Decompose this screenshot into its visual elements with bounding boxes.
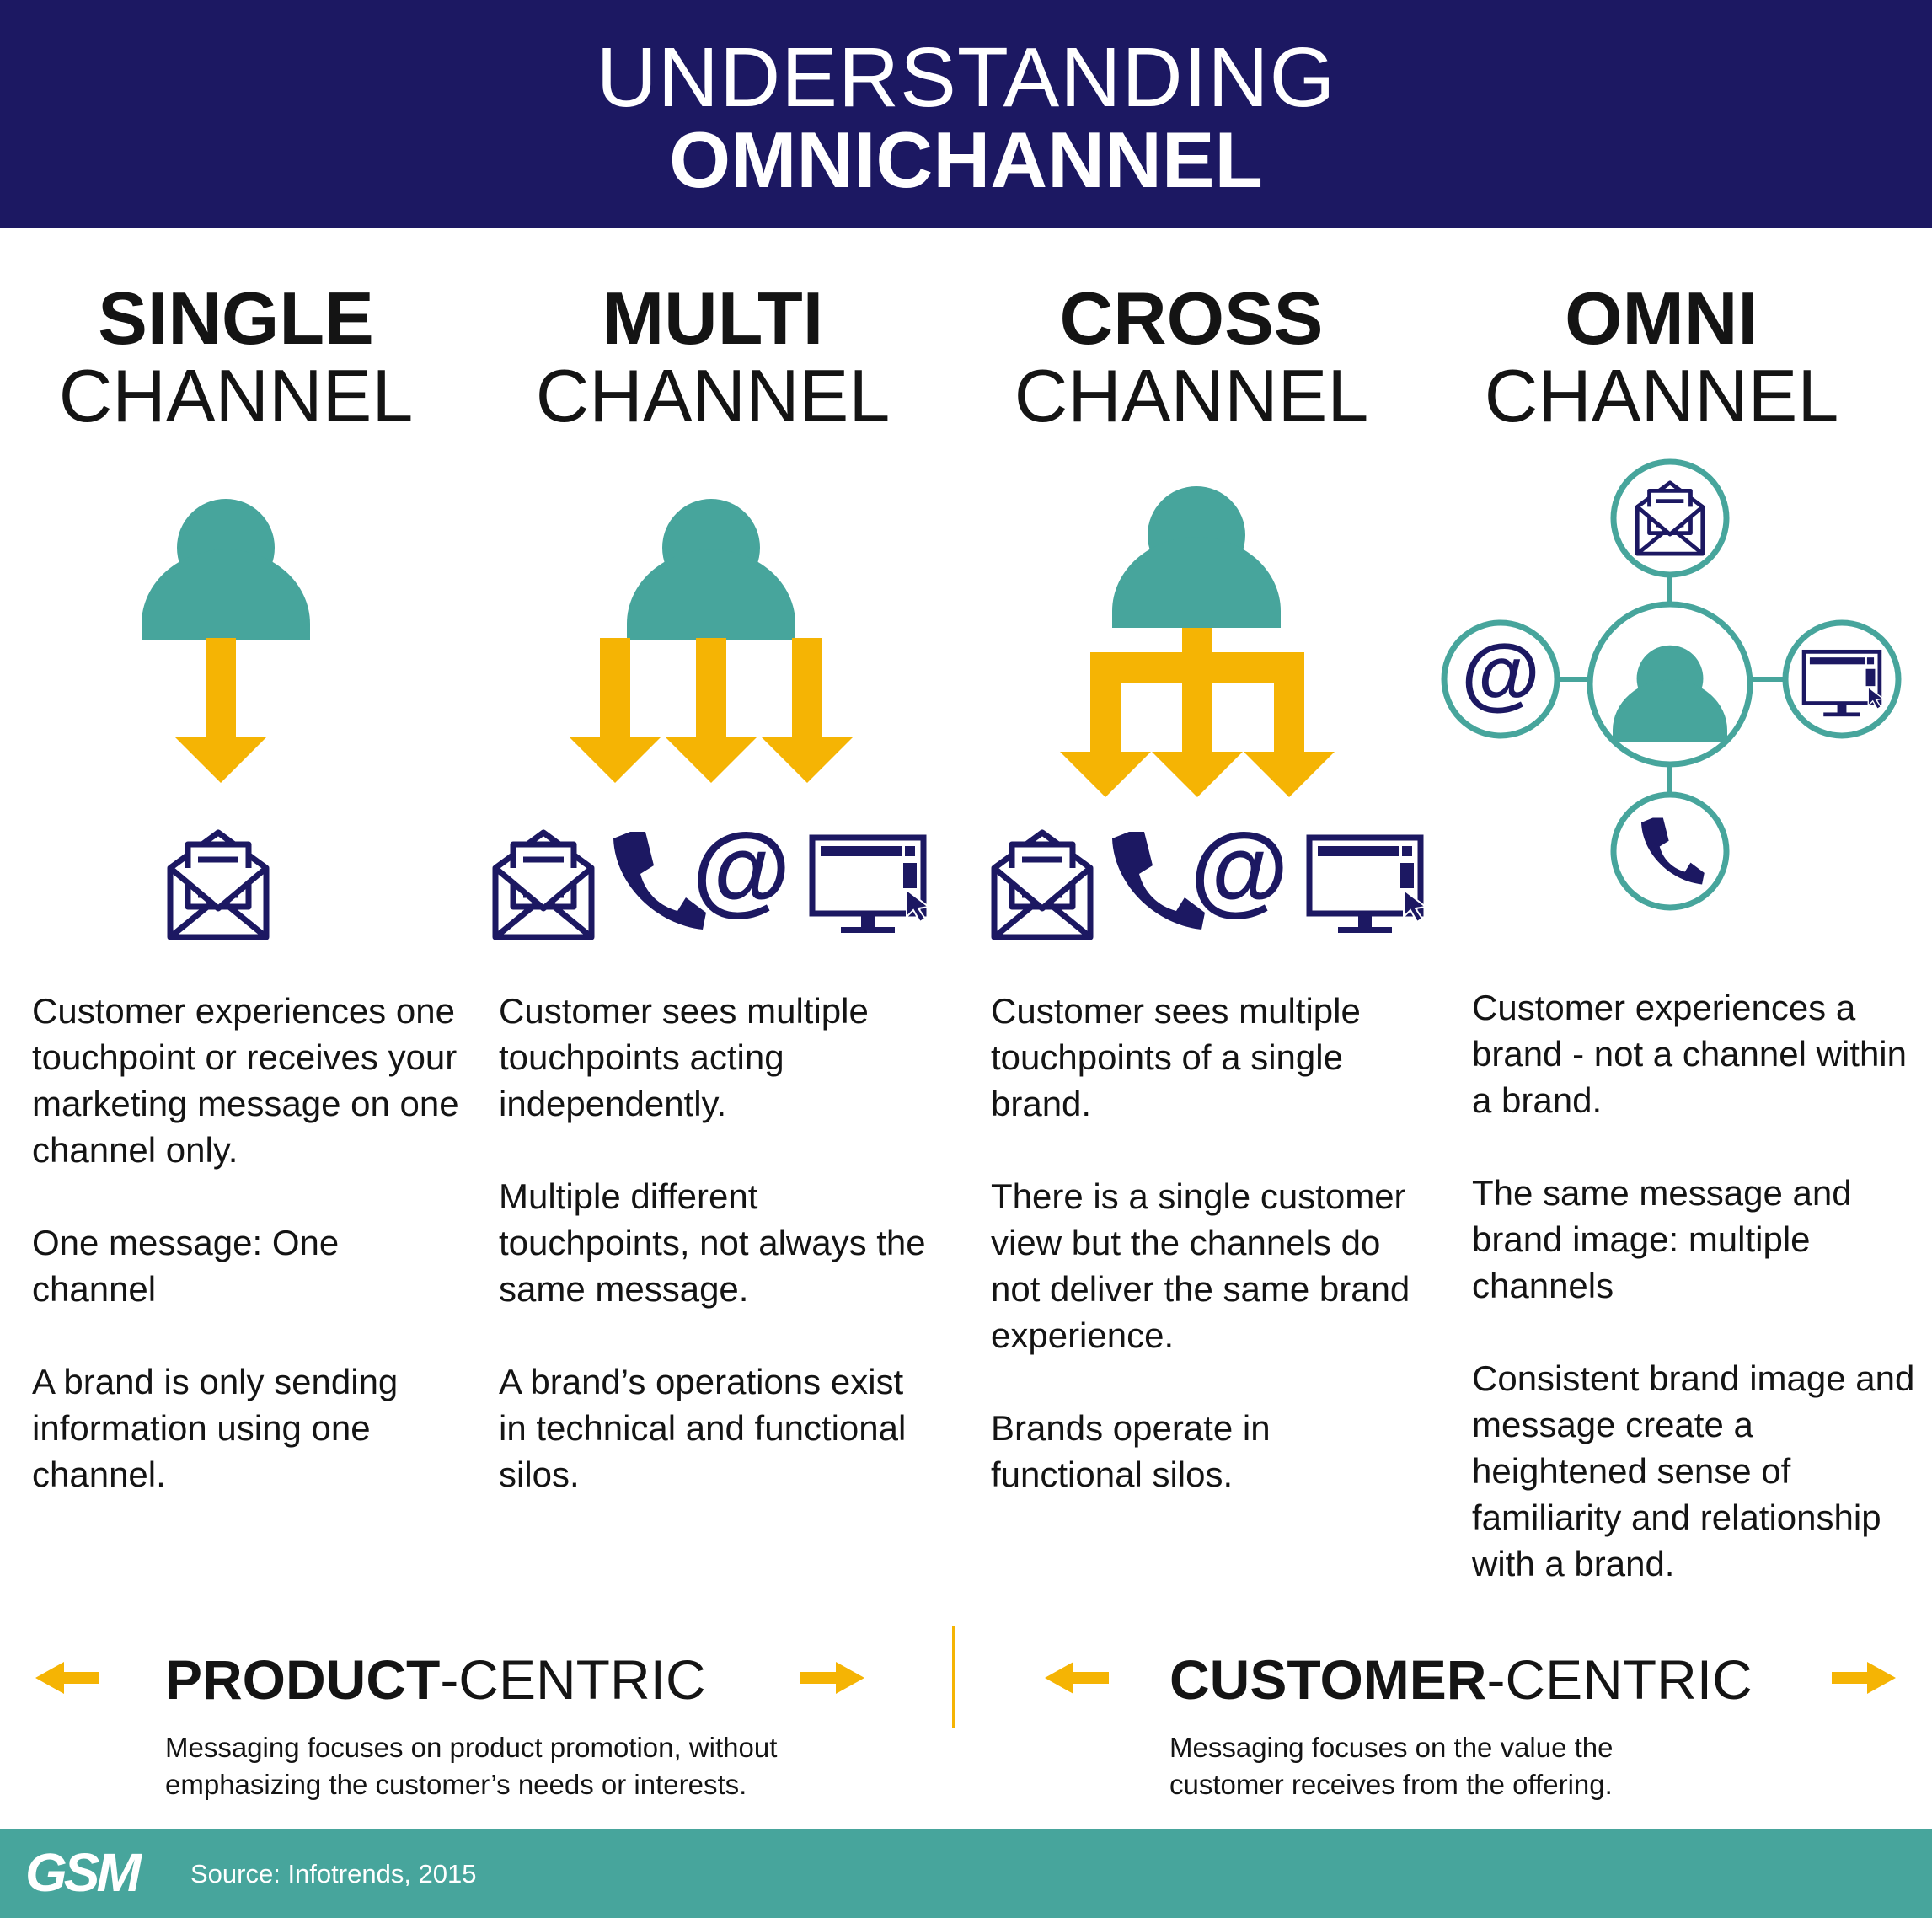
column-heading-multi: MULTI CHANNEL	[477, 280, 949, 435]
description-paragraph: Multiple different touchpoints, not alwa…	[499, 1176, 926, 1309]
description-paragraph: Customer experiences a brand - not a cha…	[1472, 988, 1907, 1120]
person-icon	[1613, 645, 1727, 742]
column-heading-light: CHANNEL	[1014, 354, 1369, 437]
arrow-down-icon	[762, 638, 853, 783]
centric-title-rest: -CENTRIC	[440, 1648, 706, 1711]
centric-description-line: Messaging focuses on product promotion, …	[165, 1732, 778, 1763]
gsm-logo: GSM	[25, 1844, 146, 1903]
at-sign-icon	[1190, 812, 1289, 925]
centric-description-line: Messaging focuses on the value the	[1169, 1732, 1614, 1763]
centric-title-bold: PRODUCT	[165, 1648, 441, 1711]
centric-description-line: emphasizing the customer’s needs or inte…	[165, 1769, 747, 1800]
column-description-multi: Customer sees multiple touchpoints actin…	[499, 988, 929, 1544]
description-paragraph: Brands operate in functional silos.	[991, 1408, 1271, 1494]
centric-title-bold: CUSTOMER	[1169, 1648, 1487, 1711]
centric-title-rest: -CENTRIC	[1486, 1648, 1753, 1711]
description-paragraph: The same message and brand image: multip…	[1472, 1173, 1852, 1305]
description-paragraph: There is a single customer view but the …	[991, 1176, 1410, 1355]
description-paragraph: Consistent brand image and message creat…	[1472, 1358, 1915, 1583]
arrow-right-icon	[1832, 1662, 1896, 1694]
description-paragraph: A brand is only sending information usin…	[32, 1362, 399, 1494]
envelope-icon	[170, 833, 266, 937]
footer-bar: GSM Source: Infotrends, 2015	[0, 1829, 1932, 1918]
arrow-left-icon	[35, 1662, 99, 1694]
envelope-icon	[495, 833, 591, 937]
arrow-down-icon	[570, 638, 661, 783]
envelope-icon	[994, 833, 1090, 937]
column-description-cross: Customer sees multiple touchpoints of a …	[991, 988, 1412, 1544]
at-sign-icon	[1461, 628, 1540, 719]
description-paragraph: Customer sees multiple touchpoints actin…	[499, 991, 869, 1123]
column-description-single: Customer experiences one touchpoint or r…	[32, 988, 470, 1544]
column-heading-light: CHANNEL	[1484, 354, 1839, 437]
column-heading-omni: OMNI CHANNEL	[1426, 280, 1897, 435]
column-description-omni: Customer experiences a brand - not a cha…	[1472, 984, 1927, 1633]
column-heading-single: SINGLE CHANNEL	[0, 280, 472, 435]
person-icon	[142, 499, 310, 640]
connected-arrows	[1060, 628, 1335, 797]
column-heading-light: CHANNEL	[58, 354, 414, 437]
computer-icon	[1309, 838, 1426, 933]
computer-icon	[812, 838, 929, 933]
column-heading-light: CHANNEL	[535, 354, 891, 437]
description-paragraph: Customer experiences one touchpoint or r…	[32, 991, 459, 1170]
arrow-right-icon	[800, 1662, 864, 1694]
column-heading-bold: OMNI	[1565, 276, 1758, 360]
gsm-logo-text: GSM	[25, 1844, 142, 1903]
customer-centric-description: Messaging focuses on the value the custo…	[1169, 1729, 1614, 1803]
column-heading-cross: CROSS CHANNEL	[955, 280, 1427, 435]
description-paragraph: A brand’s operations exist in technical …	[499, 1362, 907, 1494]
customer-centric-title: CUSTOMER-CENTRIC	[1169, 1650, 1753, 1709]
arrow-down-icon	[666, 638, 757, 783]
title-line-1: UNDERSTANDING	[596, 30, 1336, 125]
product-centric-description: Messaging focuses on product promotion, …	[165, 1729, 777, 1803]
description-paragraph: Customer sees multiple touchpoints of a …	[991, 991, 1361, 1123]
person-icon	[627, 499, 795, 640]
omni-hub	[1441, 458, 1902, 911]
arrow-down-icon	[175, 638, 266, 783]
column-heading-bold: SINGLE	[98, 276, 374, 360]
title-line-2: OMNICHANNEL	[669, 115, 1263, 204]
source-credit: Source: Infotrends, 2015	[190, 1859, 477, 1889]
arrow-left-icon	[1045, 1662, 1109, 1694]
centric-description-line: customer receives from the offering.	[1169, 1769, 1613, 1800]
at-sign-icon	[692, 812, 791, 925]
description-paragraph: One message: One channel	[32, 1223, 340, 1309]
product-centric-title: PRODUCT-CENTRIC	[165, 1650, 706, 1709]
person-icon	[1112, 486, 1281, 628]
column-heading-bold: CROSS	[1059, 276, 1324, 360]
header-banner: UNDERSTANDING OMNICHANNEL	[0, 0, 1932, 228]
column-heading-bold: MULTI	[602, 276, 824, 360]
